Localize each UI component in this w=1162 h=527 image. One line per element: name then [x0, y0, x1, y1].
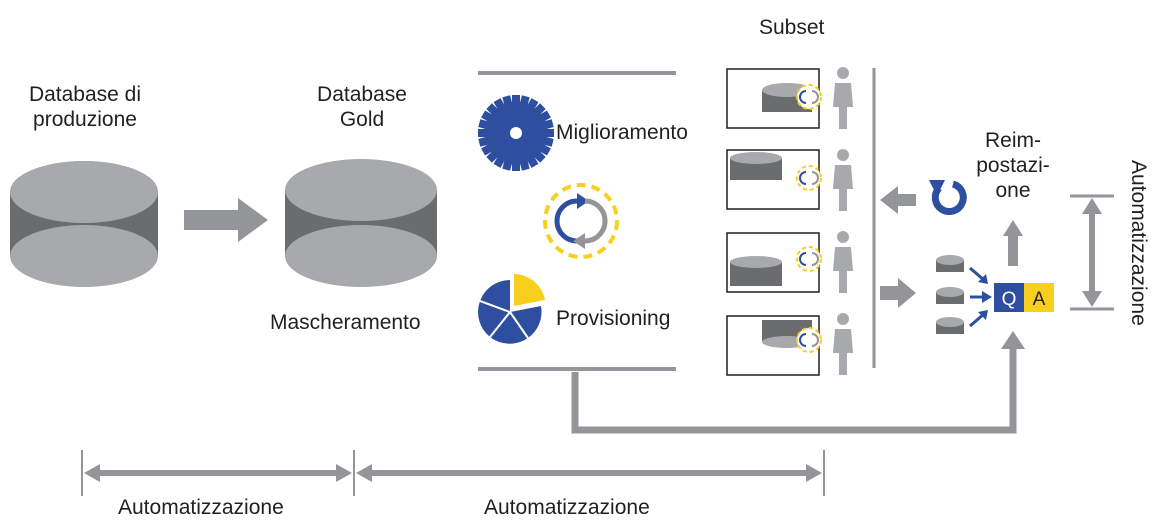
improvement-label: Miglioramento	[556, 121, 688, 144]
person-icon	[833, 313, 853, 375]
production-database-label: Database di produzione	[28, 83, 142, 131]
automation-right-label: Automatizzazione	[1127, 160, 1150, 326]
automation-left-label: Automatizzazione	[118, 496, 284, 519]
automation-middle-label: Automatizzazione	[484, 496, 650, 519]
gear-icon	[478, 95, 554, 171]
subset-box-4	[726, 315, 822, 376]
feedback-loop-arrowhead	[1001, 331, 1025, 349]
arrow-to-gold	[184, 198, 268, 242]
production-database-cylinder	[10, 161, 158, 287]
subset-box-1	[726, 68, 822, 129]
feedback-loop-connector	[571, 345, 1017, 434]
subset-label: Subset	[759, 16, 825, 39]
automation-right-label-wrap: Automatizzazione	[1122, 160, 1152, 370]
reset-label: Reim- postazi- one	[976, 129, 1050, 202]
masking-label: Mascheramento	[270, 311, 421, 334]
subset-box-2	[726, 149, 822, 210]
pie-chart-icon	[478, 274, 545, 344]
person-icon	[833, 149, 853, 211]
refresh-cycle-icon	[543, 183, 619, 259]
person-icon	[833, 231, 853, 293]
right-automation-range	[1070, 194, 1114, 311]
bottom-automation-range-right	[353, 450, 825, 496]
arrow-reset-to-subsets	[880, 186, 916, 214]
reset-icon	[929, 180, 967, 215]
subset-box-3	[726, 232, 822, 293]
qa-badge-icon	[994, 283, 1054, 312]
qa-q-letter: Q	[1002, 289, 1017, 310]
small-database-stack	[936, 255, 964, 334]
person-icon	[833, 67, 853, 129]
provisioning-label: Provisioning	[556, 307, 671, 330]
arrow-to-qa-cluster	[880, 278, 916, 308]
arrow-qa-to-reset	[1003, 220, 1023, 266]
gold-database-cylinder	[285, 159, 437, 287]
gold-database-label: Database Gold	[317, 83, 407, 131]
bottom-automation-range-left	[81, 450, 352, 496]
qa-a-letter: A	[1033, 289, 1046, 310]
blue-arrows-to-qa	[969, 266, 992, 328]
